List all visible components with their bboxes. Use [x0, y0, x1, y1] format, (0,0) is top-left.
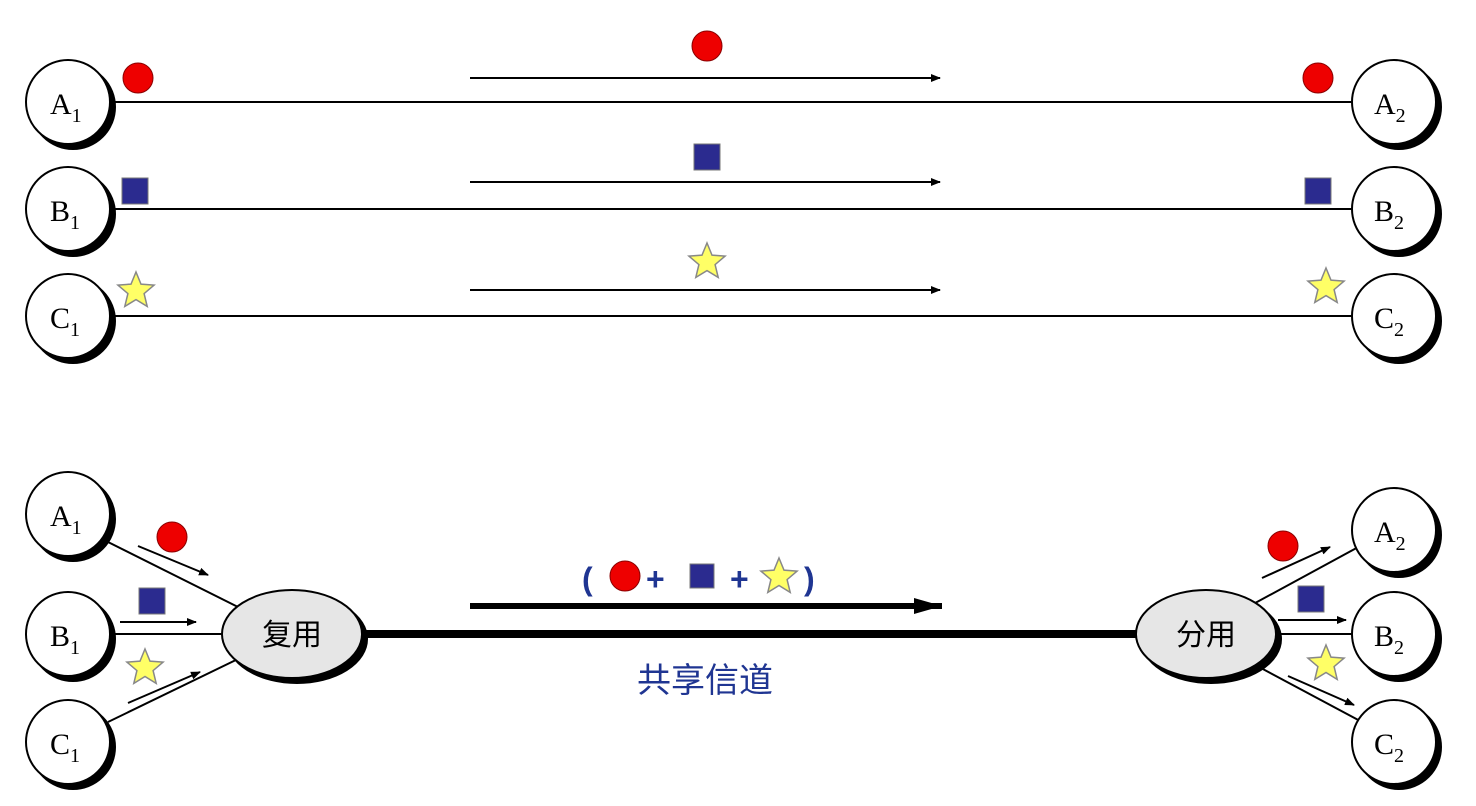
dedicated-lines-section: A1 A2 B1 B2 C1 C2: [25, 30, 1437, 359]
yellow-star-icon: [759, 556, 799, 594]
node-letter: B: [1374, 620, 1394, 653]
output-line-c: [1245, 659, 1363, 723]
blue-square-icon: [121, 177, 149, 205]
red-circle-icon: [609, 560, 641, 592]
red-circle-icon: [1267, 530, 1299, 562]
input-line-c: [107, 657, 241, 723]
blue-square-icon: [1297, 585, 1325, 613]
line-pair-a: [112, 30, 1352, 103]
input-arrow-c: [127, 671, 201, 704]
node-a2-top: A2: [1351, 59, 1437, 145]
multiplexer-node: 复用: [221, 589, 363, 679]
node-subscript: 2: [1394, 745, 1404, 767]
node-subscript: 2: [1396, 533, 1406, 555]
shared-channel-label: 共享信道: [637, 661, 773, 701]
node-letter: C: [50, 728, 70, 761]
node-subscript: 1: [70, 745, 80, 767]
node-letter: C: [50, 302, 70, 335]
input-arrow-a: [137, 545, 209, 576]
node-subscript: 1: [72, 517, 82, 539]
line-pair-b: [112, 143, 1352, 210]
node-b1-top: B1: [25, 166, 111, 252]
node-c2-top: C2: [1351, 273, 1437, 359]
node-b2-bottom: B2: [1351, 591, 1437, 677]
svg-text:A2: A2: [1374, 516, 1406, 555]
node-subscript: 2: [1394, 637, 1404, 659]
combined-signal: ( + + ): [582, 556, 815, 597]
svg-text:C2: C2: [1374, 302, 1404, 341]
close-paren: ): [804, 561, 815, 597]
node-b2-top: B2: [1351, 166, 1437, 252]
node-a1-top: A1: [25, 59, 111, 145]
node-letter: B: [1374, 195, 1394, 228]
node-a1-bottom: A1: [25, 471, 111, 557]
node-subscript: 1: [70, 212, 80, 234]
node-letter: B: [50, 195, 70, 228]
blue-square-icon: [689, 563, 715, 589]
node-subscript: 1: [72, 105, 82, 127]
node-letter: C: [1374, 302, 1394, 335]
svg-text:A1: A1: [50, 88, 82, 127]
red-circle-icon: [156, 521, 188, 553]
svg-text:B2: B2: [1374, 195, 1404, 234]
node-c1-bottom: C1: [25, 699, 111, 785]
node-c2-bottom: C2: [1351, 699, 1437, 785]
node-letter: B: [50, 620, 70, 653]
node-subscript: 2: [1394, 319, 1404, 341]
node-subscript: 2: [1394, 212, 1404, 234]
plus-sign: +: [730, 561, 749, 597]
yellow-star-icon: [1306, 643, 1346, 681]
multiplexed-section: ( + + ) 共享信道 复用 分用: [25, 471, 1437, 785]
svg-text:C1: C1: [50, 728, 80, 767]
node-letter: A: [50, 500, 72, 533]
open-paren: (: [582, 561, 593, 597]
yellow-star-icon: [125, 647, 165, 685]
svg-text:A2: A2: [1374, 88, 1406, 127]
red-circle-icon: [1302, 62, 1334, 94]
output-line-a: [1245, 544, 1363, 609]
node-letter: A: [1374, 88, 1396, 121]
yellow-star-icon: [687, 241, 727, 279]
demultiplexer-node: 分用: [1135, 589, 1277, 679]
input-line-a: [107, 541, 241, 609]
blue-square-icon: [1304, 177, 1332, 205]
plus-sign: +: [646, 561, 665, 597]
yellow-star-icon: [116, 270, 156, 308]
line-pair-c: [112, 241, 1352, 317]
demultiplexer-label: 分用: [1176, 618, 1236, 653]
node-subscript: 2: [1396, 105, 1406, 127]
node-subscript: 1: [70, 319, 80, 341]
yellow-star-icon: [1306, 266, 1346, 304]
red-circle-icon: [122, 62, 154, 94]
svg-text:B1: B1: [50, 195, 80, 234]
svg-text:A1: A1: [50, 500, 82, 539]
output-arrow-a: [1261, 546, 1331, 579]
node-a2-bottom: A2: [1351, 487, 1437, 573]
svg-text:B1: B1: [50, 620, 80, 659]
blue-square-icon: [693, 143, 721, 171]
node-letter: C: [1374, 728, 1394, 761]
node-letter: A: [1374, 516, 1396, 549]
svg-text:C1: C1: [50, 302, 80, 341]
node-subscript: 1: [70, 637, 80, 659]
svg-text:C2: C2: [1374, 728, 1404, 767]
blue-square-icon: [138, 587, 166, 615]
node-letter: A: [50, 88, 72, 121]
multiplexer-label: 复用: [262, 618, 322, 653]
node-c1-top: C1: [25, 273, 111, 359]
red-circle-icon: [691, 30, 723, 62]
output-arrow-c: [1287, 675, 1355, 706]
svg-text:B2: B2: [1374, 620, 1404, 659]
node-b1-bottom: B1: [25, 591, 111, 677]
